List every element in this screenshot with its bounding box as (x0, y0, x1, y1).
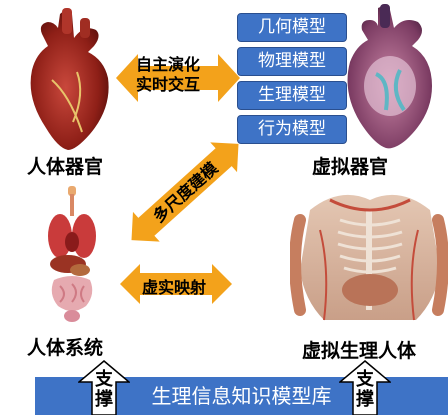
support-char-1: 支 (350, 370, 380, 390)
heart-illustration (22, 8, 120, 150)
virtual-body-illustration (290, 180, 448, 330)
support-text-right: 支 撑 (350, 370, 380, 410)
label-virtual-organ: 虚拟器官 (312, 152, 388, 179)
model-behavior: 行为模型 (237, 115, 347, 144)
arrow-label-line1: 自主演化 (136, 55, 200, 75)
arrow-label-evolution: 自主演化 实时交互 (136, 55, 200, 95)
label-virtual-human: 虚拟生理人体 (302, 336, 416, 363)
bidirectional-arrow-diagonal: 多尺度建模 (125, 138, 245, 246)
model-physiology: 生理模型 (237, 81, 347, 110)
arrow-label-multiscale: 多尺度建模 (149, 158, 222, 226)
support-char-2: 撑 (89, 390, 119, 410)
support-char-1: 支 (89, 370, 119, 390)
model-geometry: 几何模型 (237, 13, 347, 42)
human-organs-illustration (40, 186, 104, 326)
model-physics: 物理模型 (237, 47, 347, 76)
label-human-system: 人体系统 (27, 333, 103, 360)
label-human-organ: 人体器官 (27, 152, 103, 179)
arrow-label-mapping: 虚实映射 (142, 274, 206, 298)
support-text-left: 支 撑 (89, 370, 119, 410)
arrow-label-line2: 实时交互 (136, 75, 200, 95)
virtual-heart-illustration (338, 4, 446, 150)
support-char-2: 撑 (350, 390, 380, 410)
